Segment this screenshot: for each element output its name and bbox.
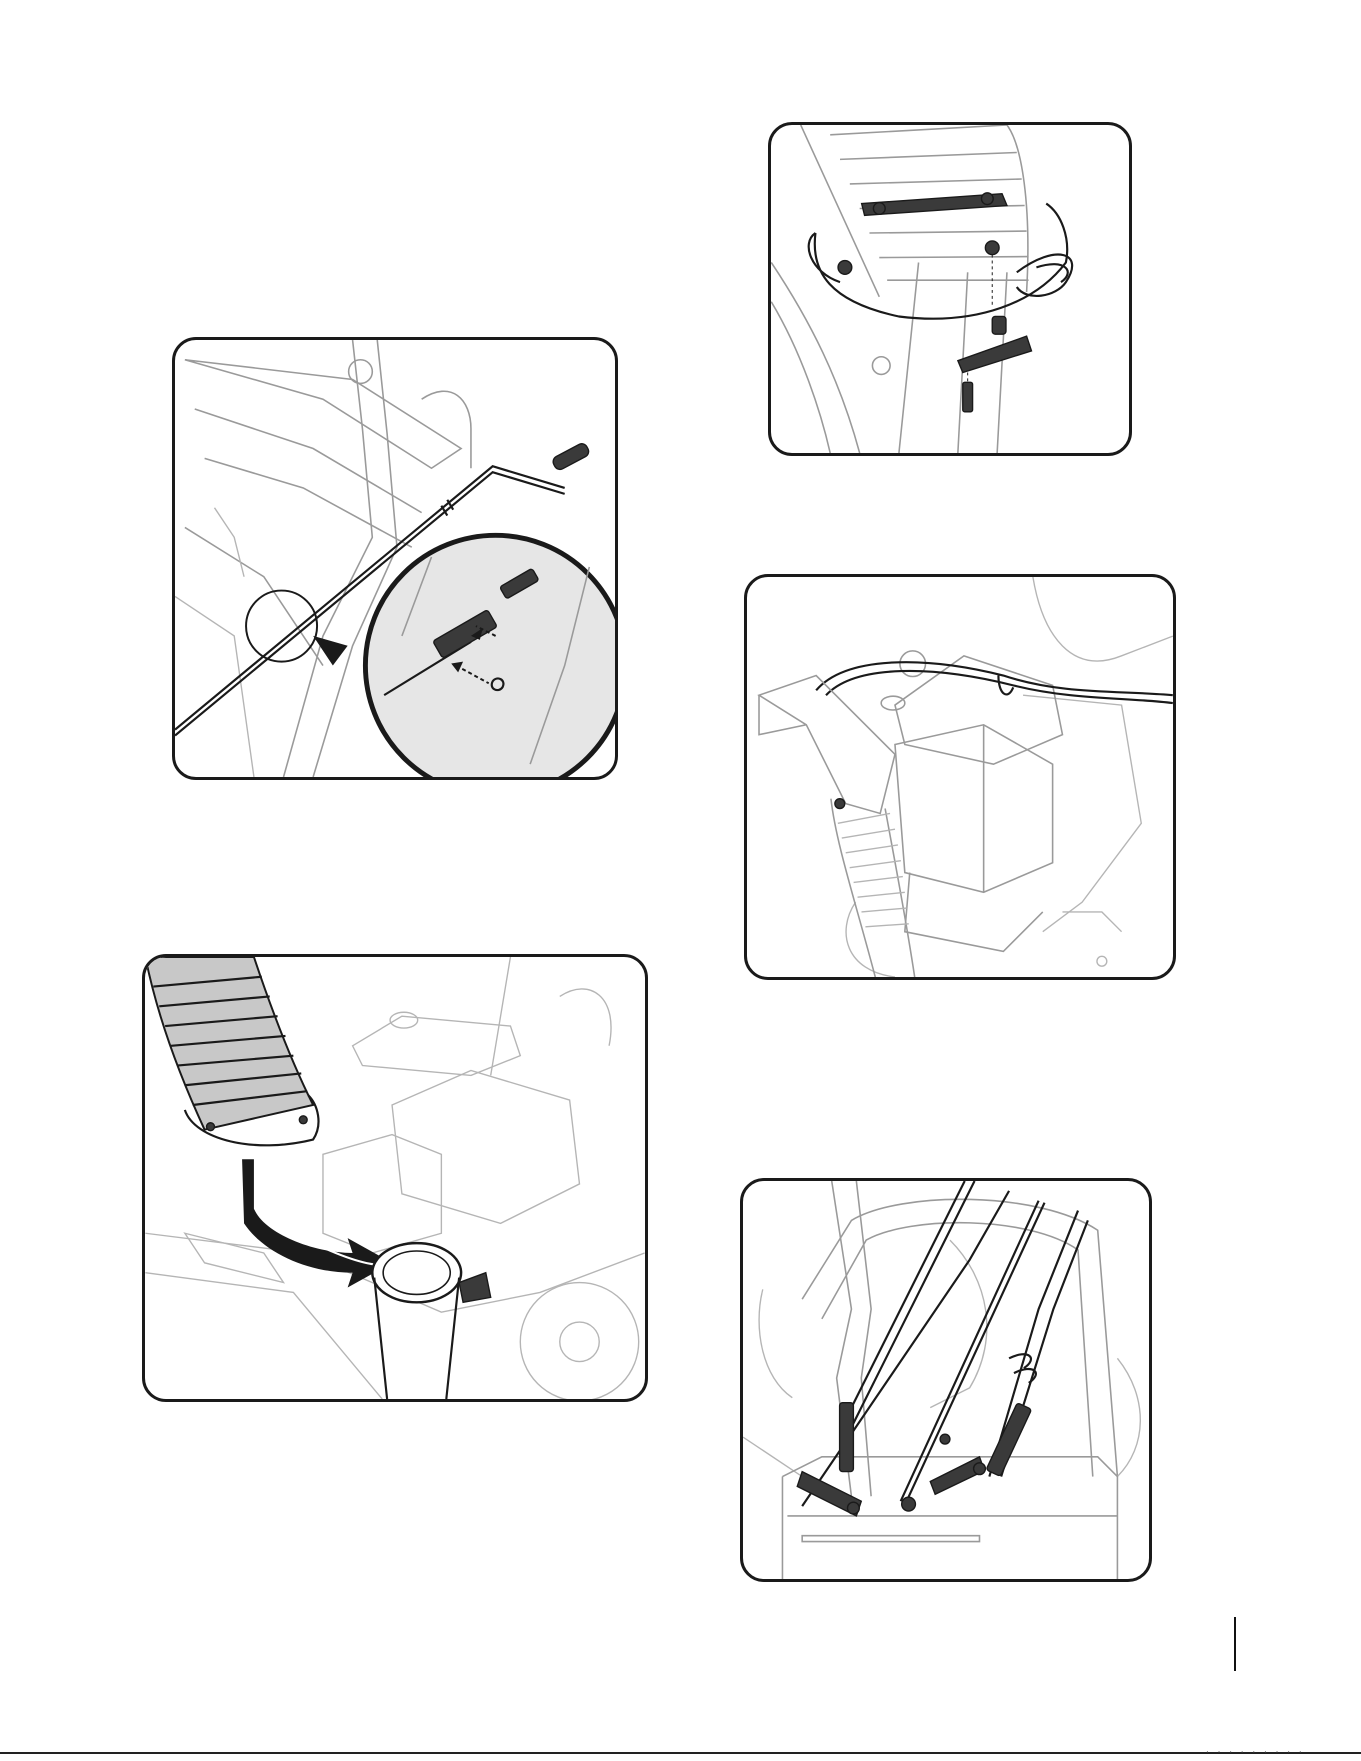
- chute-placement-illustration: [145, 957, 645, 1399]
- figure-chute-mount: [768, 122, 1132, 456]
- handle-cables-illustration: [743, 1181, 1149, 1579]
- figure-chute-placement: [142, 954, 648, 1402]
- chute-mount-illustration: [771, 125, 1129, 453]
- chute-crank-illustration: [175, 340, 615, 777]
- figure-chute-crank: [172, 337, 618, 780]
- figure-handle-cables: [740, 1178, 1152, 1582]
- figure-engine-cables: [744, 574, 1176, 980]
- bottom-rule: [0, 1752, 1361, 1754]
- engine-cables-illustration: [747, 577, 1173, 977]
- footer-code: · · · · · · · · ·: [1205, 1748, 1304, 1757]
- page-number-rule: [1234, 1617, 1236, 1671]
